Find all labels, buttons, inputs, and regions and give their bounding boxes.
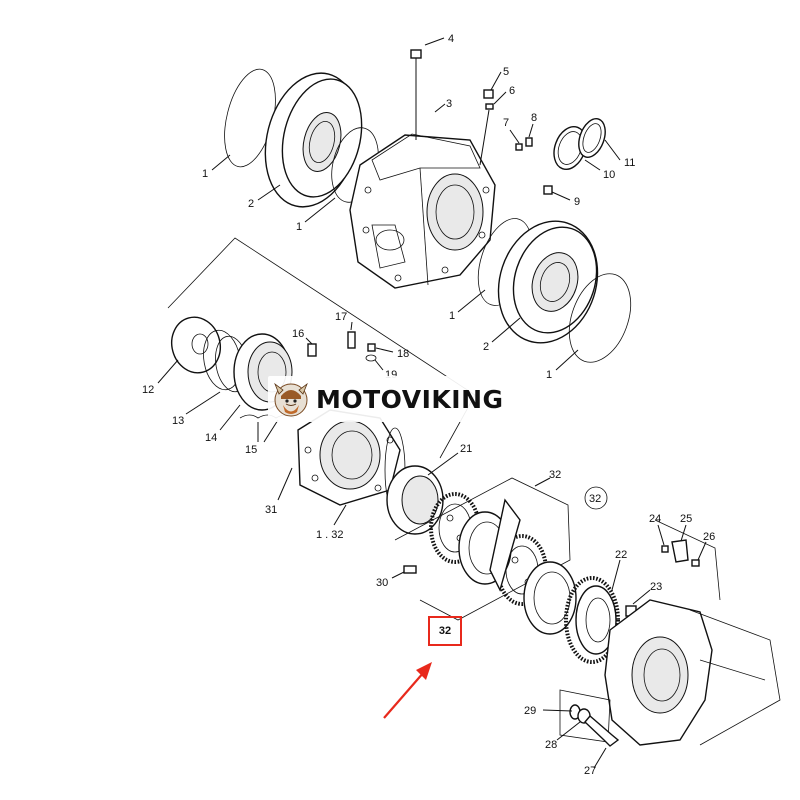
ring-11 bbox=[578, 118, 606, 158]
breather-plug bbox=[410, 49, 422, 140]
leader-lines bbox=[157, 37, 707, 769]
callout-15: 15 bbox=[245, 444, 257, 456]
bolt-30 bbox=[403, 565, 417, 574]
lower-assembly bbox=[559, 519, 781, 747]
callout-6: 6 bbox=[509, 85, 515, 97]
watermark-brand-text: MOTOVIKING bbox=[316, 384, 504, 414]
callout-13: 13 bbox=[172, 415, 184, 427]
callout-2-right: 2 bbox=[483, 341, 489, 353]
callout-1-right-outer: 1 bbox=[546, 369, 552, 381]
callout-16: 16 bbox=[292, 328, 304, 340]
plug-6 bbox=[485, 103, 494, 110]
callout-24: 24 bbox=[649, 513, 661, 525]
callout-10: 10 bbox=[603, 169, 615, 181]
callout-9: 9 bbox=[574, 196, 580, 208]
callout-1-right-inner: 1 bbox=[449, 310, 455, 322]
washer-19 bbox=[365, 354, 377, 362]
final-drive-housing bbox=[604, 599, 781, 746]
callout-18: 18 bbox=[397, 348, 409, 360]
steel-plate-d bbox=[523, 561, 577, 635]
watermark: MOTOVIKING bbox=[268, 376, 536, 422]
callout-14: 14 bbox=[205, 432, 217, 444]
callout-labels: 4 3 5 6 7 8 11 10 9 1 2 1 1 2 1 17 16 18… bbox=[142, 33, 715, 777]
flange-top-right bbox=[497, 220, 599, 344]
o-ring-right-outer bbox=[568, 273, 632, 363]
fitting-26 bbox=[691, 559, 700, 567]
disc-pack-bracket bbox=[489, 498, 521, 592]
flange-top-left bbox=[264, 72, 363, 208]
highlight-box-32: 32 bbox=[428, 616, 462, 646]
ring-gear-22 bbox=[564, 576, 620, 664]
callout-2-top-left: 2 bbox=[248, 198, 254, 210]
disc-12 bbox=[171, 316, 221, 374]
bracket-25 bbox=[671, 539, 689, 563]
disc-pack-32 bbox=[394, 477, 577, 635]
callout-17: 17 bbox=[335, 311, 347, 323]
callout-5: 5 bbox=[503, 66, 509, 78]
callout-22: 22 bbox=[615, 549, 627, 561]
callout-12: 12 bbox=[142, 384, 154, 396]
viking-logo-icon bbox=[274, 382, 308, 417]
callout-1-32: 1 . 32 bbox=[316, 529, 344, 541]
red-arrow bbox=[383, 662, 432, 719]
callout-23: 23 bbox=[650, 581, 662, 593]
callout-3: 3 bbox=[446, 98, 452, 110]
plug-5 bbox=[483, 89, 494, 99]
callout-25: 25 bbox=[680, 513, 692, 525]
callout-4: 4 bbox=[448, 33, 454, 45]
callout-27: 27 bbox=[584, 765, 596, 777]
callout-31: 31 bbox=[265, 504, 277, 516]
callout-7: 7 bbox=[503, 117, 509, 129]
callout-32-circle bbox=[584, 486, 608, 510]
brake-housing-31 bbox=[297, 409, 401, 506]
bolt-27 bbox=[584, 715, 620, 747]
callout-32-upper: 32 bbox=[549, 469, 561, 481]
callout-26: 26 bbox=[703, 531, 715, 543]
middle-assembly bbox=[167, 237, 476, 574]
highlight-label: 32 bbox=[438, 625, 452, 637]
top-assembly bbox=[224, 49, 632, 363]
plate-21 bbox=[386, 465, 444, 535]
callout-1-top-mid: 1 bbox=[296, 221, 302, 233]
callout-30: 30 bbox=[376, 577, 388, 589]
callout-8: 8 bbox=[531, 112, 537, 124]
fitting-7 bbox=[515, 143, 523, 151]
bolt-17 bbox=[347, 331, 356, 349]
axle-housing bbox=[349, 133, 496, 289]
callout-28: 28 bbox=[545, 739, 557, 751]
fitting-24 bbox=[661, 545, 669, 553]
bolt-16 bbox=[307, 343, 317, 357]
callout-1-top-left: 1 bbox=[202, 168, 208, 180]
callout-32-circled: 32 bbox=[589, 493, 601, 505]
callout-29: 29 bbox=[524, 705, 536, 717]
fitting-8 bbox=[525, 137, 533, 147]
callout-11: 11 bbox=[624, 157, 635, 169]
callout-21: 21 bbox=[460, 443, 472, 455]
bolt-18 bbox=[367, 343, 376, 352]
plug-9 bbox=[543, 185, 553, 195]
